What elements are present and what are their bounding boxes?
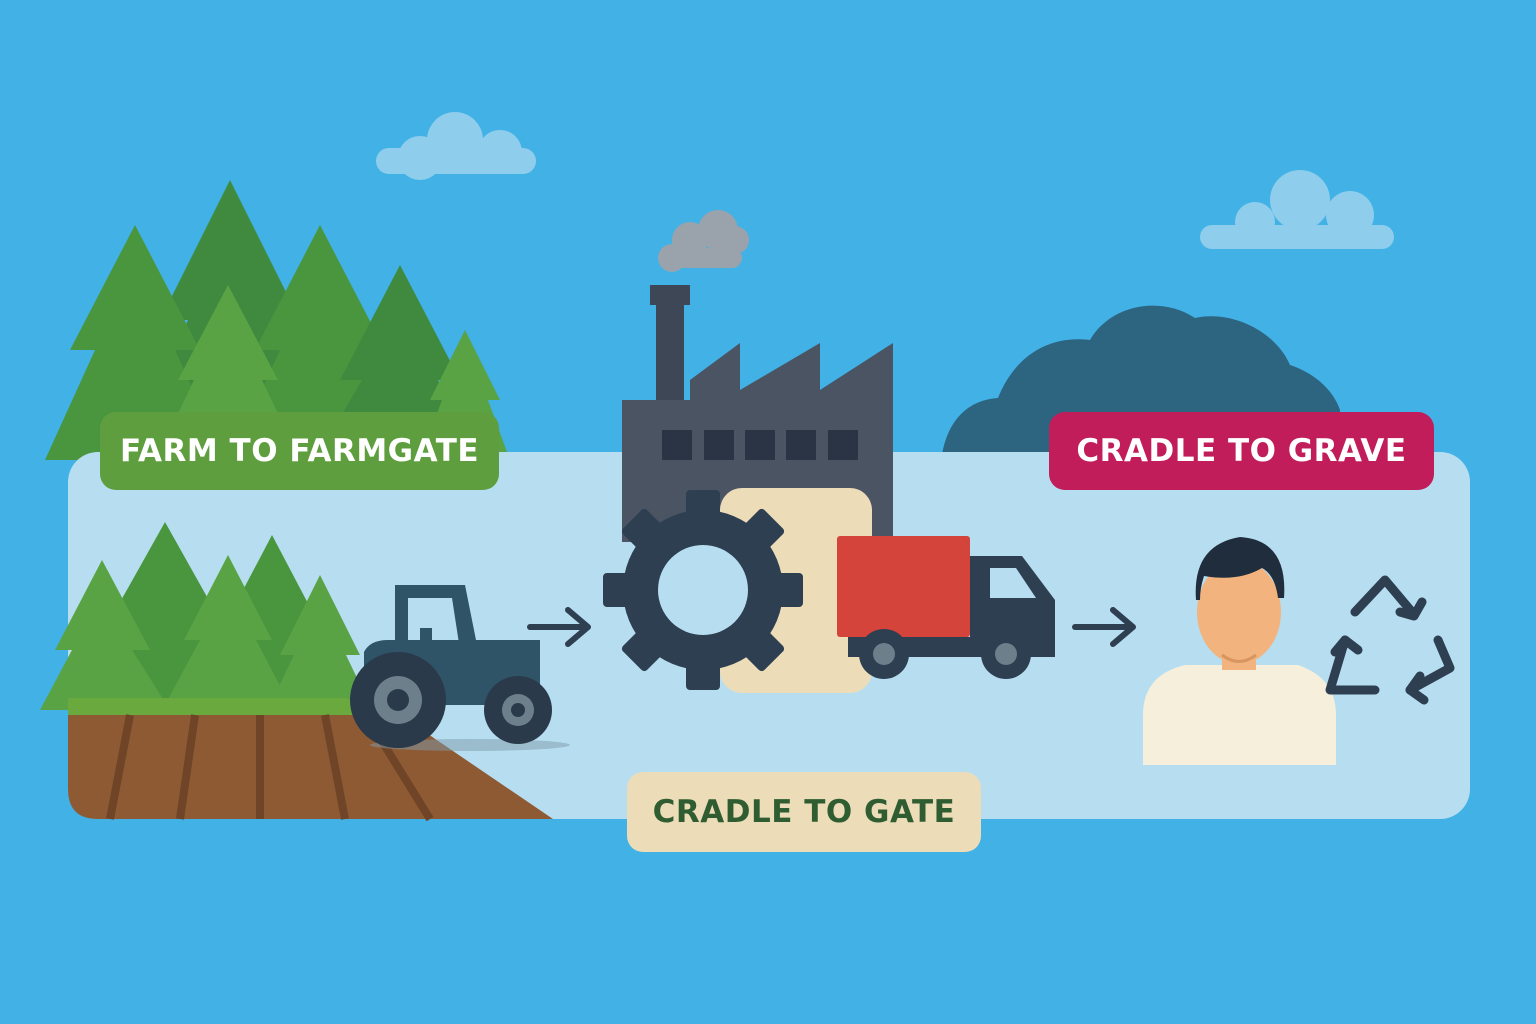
arrow-icon [1072, 607, 1136, 647]
tree-icon [270, 575, 370, 705]
cloud-icon [1200, 170, 1394, 249]
person-icon [1143, 537, 1336, 765]
cradle-to-grave-label: CRADLE TO GRAVE [1049, 412, 1434, 490]
smoke-cloud-icon [658, 210, 749, 272]
tree-icon [40, 560, 170, 710]
gear-icon [603, 490, 803, 690]
truck-icon [837, 536, 1055, 679]
cradle-to-gate-label: CRADLE TO GATE [627, 772, 981, 852]
arrow-icon [527, 607, 591, 647]
farm-to-farmgate-label: FARM TO FARMGATE [100, 412, 499, 490]
recycle-icon [1325, 575, 1455, 705]
cloud-icon [376, 112, 536, 180]
tree-icon [165, 555, 290, 705]
forest-front [40, 522, 370, 710]
tree-icon [45, 225, 225, 460]
tractor-icon [350, 585, 570, 751]
